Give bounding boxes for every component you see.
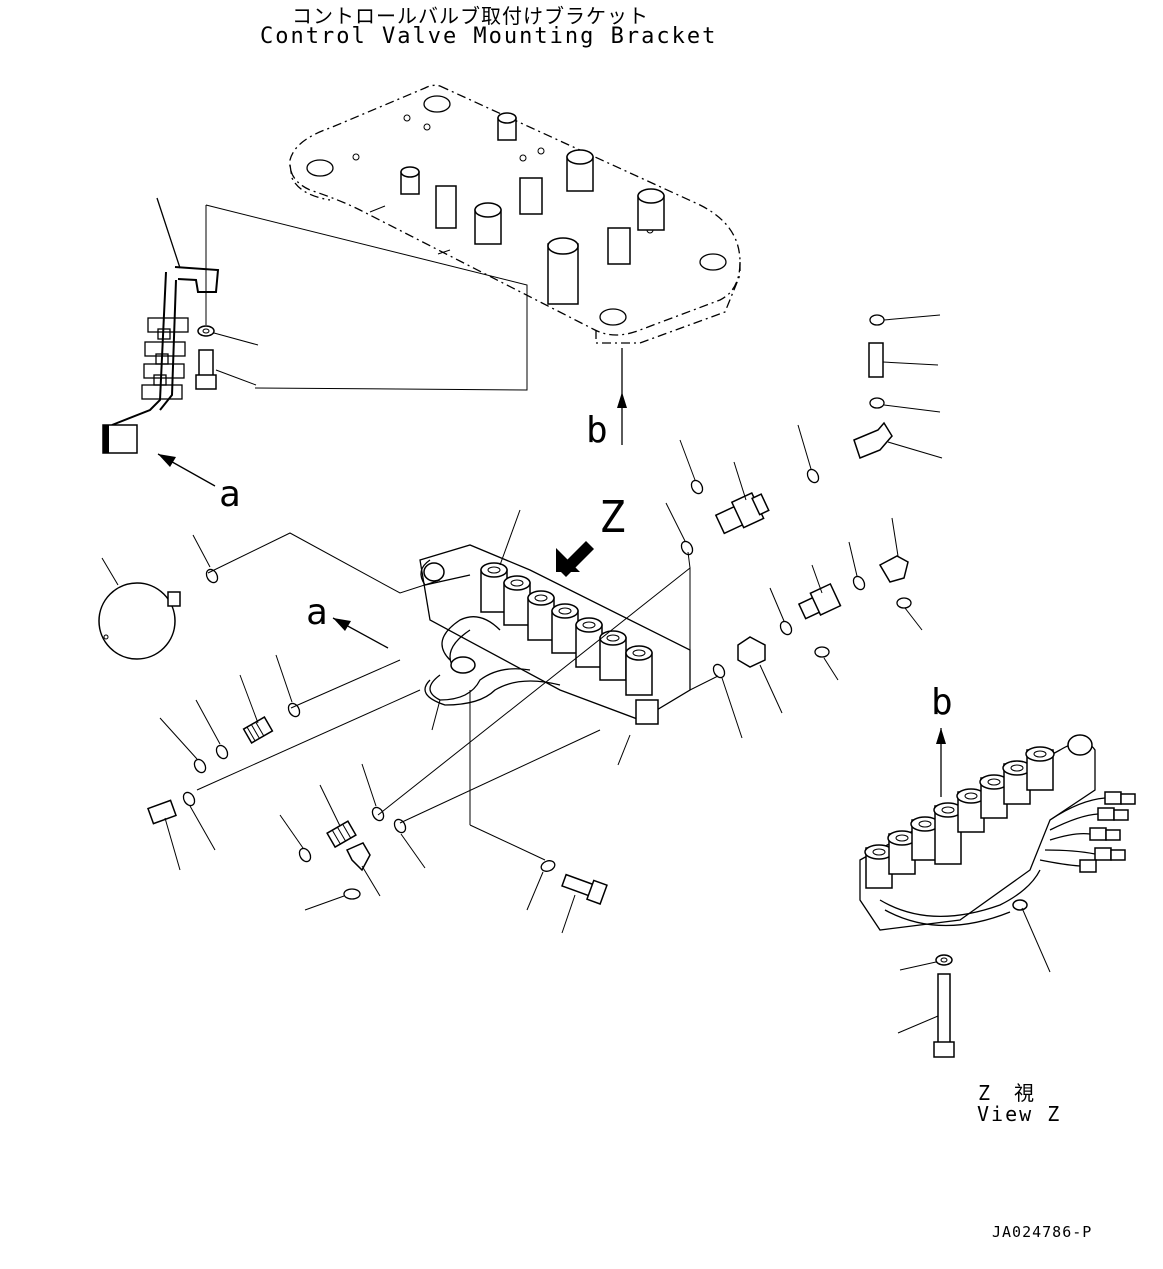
drawing-code: JA024786-P (992, 1223, 1093, 1241)
fittings-right (665, 314, 943, 739)
callout-b-lower: b (931, 682, 953, 723)
callout-z: Z (599, 492, 626, 543)
callout-a-upper: a (219, 474, 241, 515)
callout-a-lower: a (306, 592, 328, 633)
control-valve-assembly (196, 509, 719, 861)
mounting-bracket-plate (289, 84, 741, 445)
view-label-japanese: Z 視 (978, 1081, 1037, 1105)
fittings-left (147, 534, 608, 934)
callout-b-upper: b (586, 410, 608, 451)
title-english: Control Valve Mounting Bracket (260, 24, 718, 49)
view-z-assembly (859, 728, 1136, 1058)
view-label-english: View Z (977, 1102, 1062, 1126)
title-japanese: コントロールバルブ取付けブラケット (292, 4, 649, 28)
connector-bracket (102, 197, 528, 487)
accumulator (98, 557, 181, 660)
